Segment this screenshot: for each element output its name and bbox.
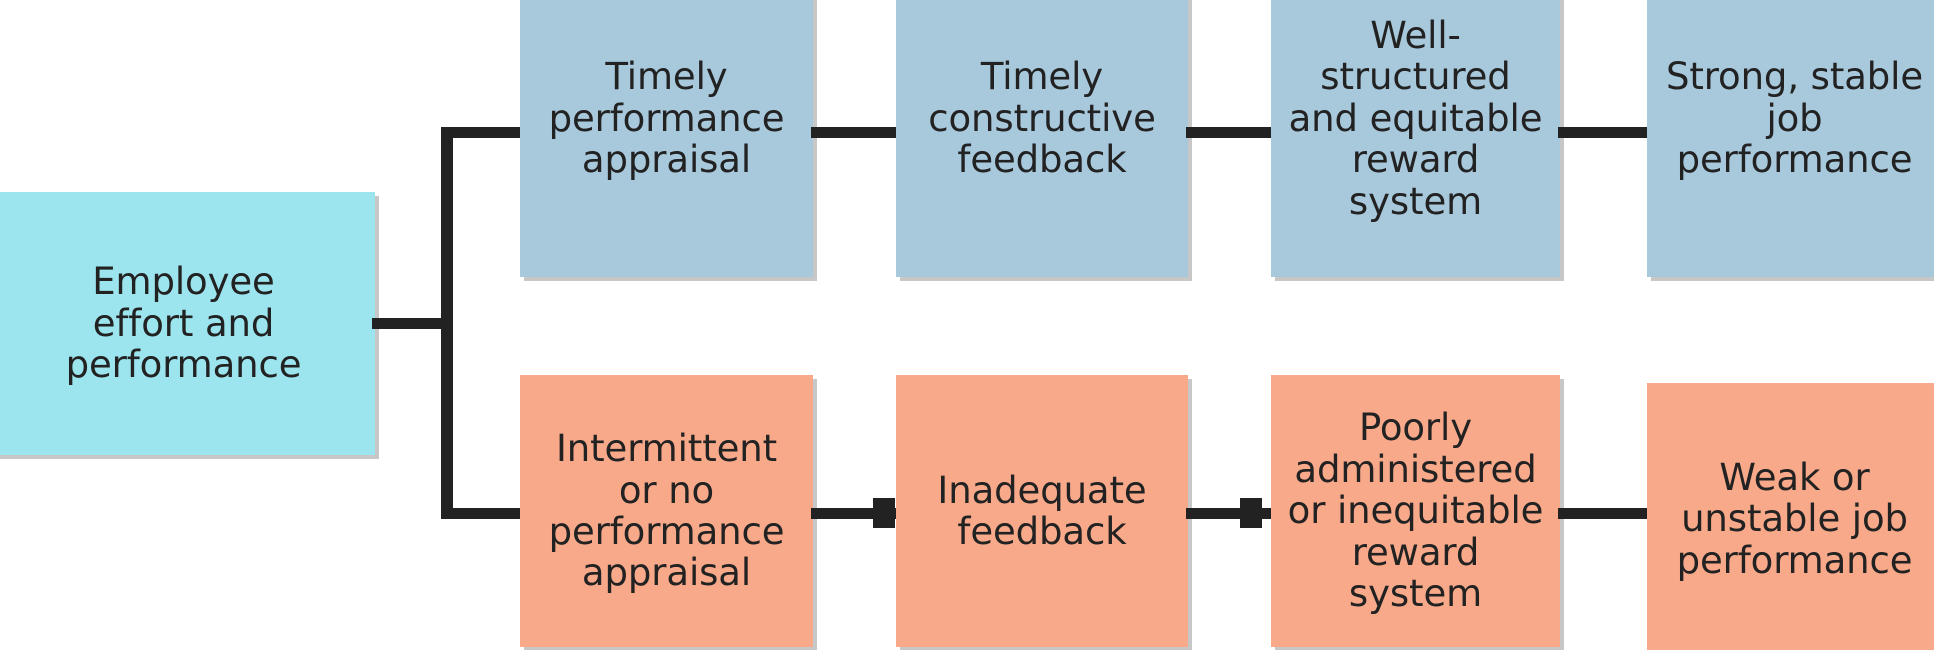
node-label: Well- structured and equitable reward sy… [1288, 13, 1543, 223]
node-timely-constructive-feedback[interactable]: Timely constructive feedback [896, 0, 1188, 277]
connector-trunk-vertical [441, 127, 453, 519]
connector-positive-1-to-2 [811, 127, 899, 138]
node-intermittent-or-no-performance-appraisal[interactable]: Intermittent or no performance appraisal [520, 375, 813, 647]
node-strong-stable-job-performance[interactable]: Strong, stable job performance [1647, 0, 1934, 277]
connector-negative-1-to-2-cap [873, 498, 895, 528]
node-label: Poorly administered or inequitable rewar… [1287, 406, 1544, 616]
connector-source-stem [372, 318, 452, 329]
connector-positive-2-to-3 [1186, 127, 1274, 138]
node-inadequate-feedback[interactable]: Inadequate feedback [896, 375, 1188, 647]
node-label: Inadequate feedback [937, 468, 1147, 553]
connector-negative-1-to-2 [811, 508, 899, 519]
node-label: Strong, stable job performance [1665, 55, 1924, 182]
node-well-structured-and-equitable-reward-system[interactable]: Well- structured and equitable reward sy… [1271, 0, 1560, 277]
connector-positive-3-to-4 [1558, 127, 1650, 138]
node-label: Timely constructive feedback [928, 55, 1156, 182]
connector-branch-to-positive-path [441, 127, 529, 138]
connector-negative-3-to-4 [1558, 508, 1650, 519]
node-weak-or-unstable-job-performance[interactable]: Weak or unstable job performance [1647, 383, 1934, 650]
node-label: Timely performance appraisal [548, 55, 785, 182]
connector-negative-2-to-3-cap [1240, 498, 1262, 528]
connector-branch-to-negative-path [441, 508, 529, 519]
node-label: Weak or unstable job performance [1676, 455, 1913, 582]
node-label: Intermittent or no performance appraisal [548, 427, 785, 595]
node-poorly-administered-or-inequitable-reward-system[interactable]: Poorly administered or inequitable rewar… [1271, 375, 1560, 647]
node-employee-effort-and-performance[interactable]: Employee effort and performance [0, 192, 375, 455]
connector-negative-2-to-3 [1186, 508, 1274, 519]
node-label: Employee effort and performance [65, 260, 302, 387]
node-timely-performance-appraisal[interactable]: Timely performance appraisal [520, 0, 813, 277]
